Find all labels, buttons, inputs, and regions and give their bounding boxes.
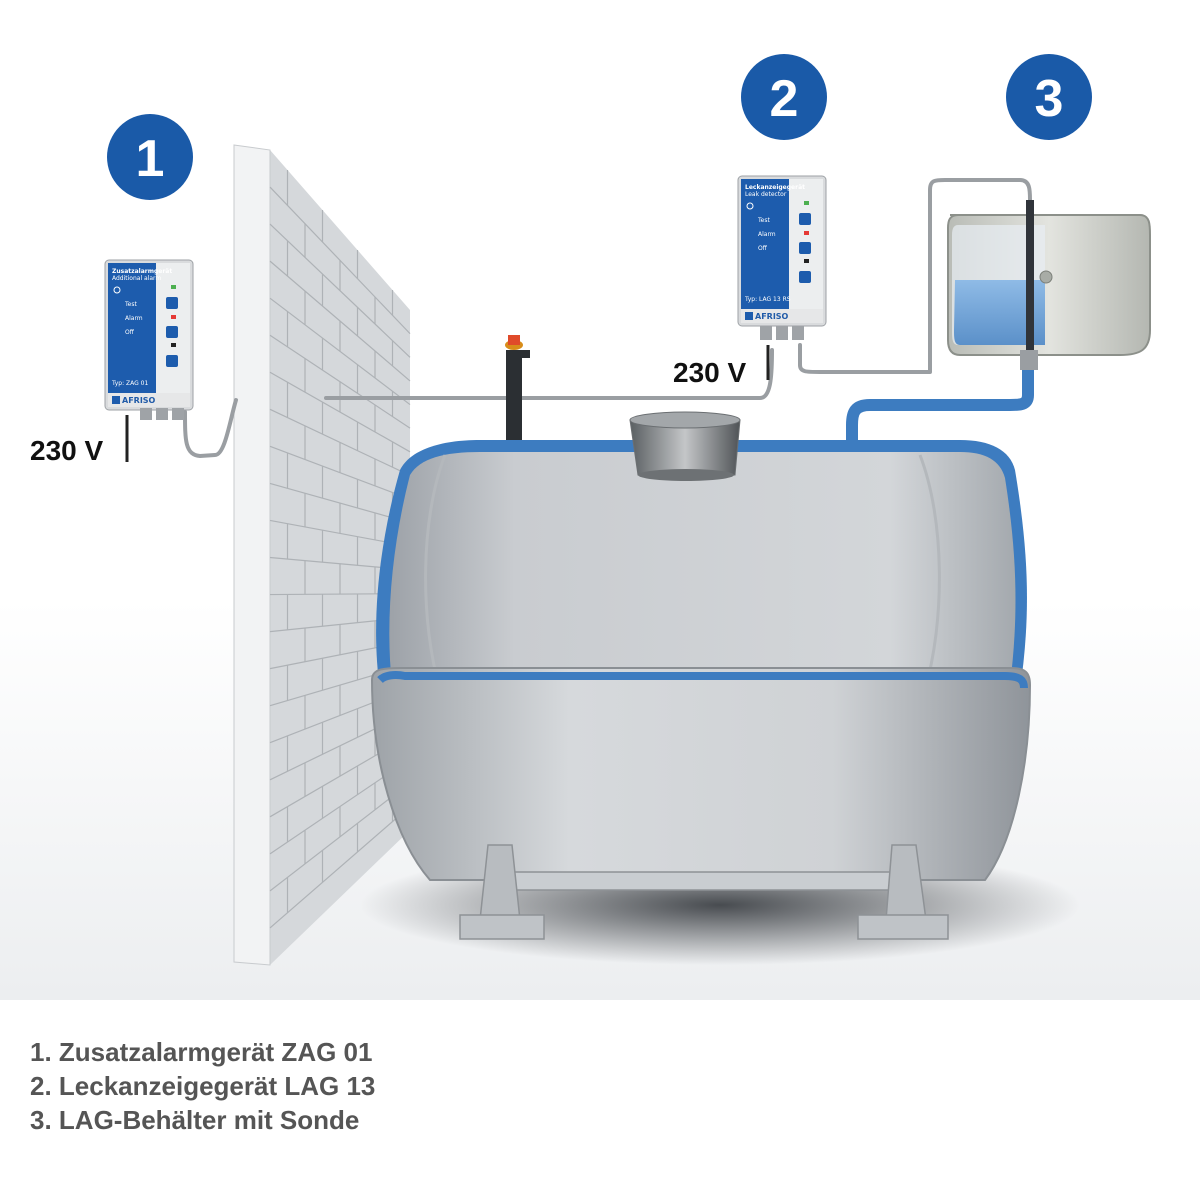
device1-off-button[interactable] <box>166 355 178 367</box>
voltage-label-2: 230 V <box>673 357 746 388</box>
device2-brand: AFRISO <box>755 312 789 321</box>
device1-title: Zusatzalarmgerät <box>112 268 172 275</box>
device2-title: Leckanzeigegerät <box>745 184 805 191</box>
legend-item-3: 3. LAG-Behälter mit Sonde <box>30 1105 360 1135</box>
device1-type: Typ: ZAG 01 <box>111 380 149 387</box>
vent-pipe <box>505 335 530 445</box>
device2-off-button[interactable] <box>799 271 811 283</box>
badge-2: 2 <box>741 54 827 140</box>
device2-test-button[interactable] <box>799 213 811 225</box>
device2-subtitle: Leak detector <box>745 191 787 198</box>
device2-row-test: Test <box>757 217 770 224</box>
device1-row-test: Test <box>124 301 137 308</box>
tank-supports <box>459 844 949 940</box>
lag-container <box>947 200 1151 370</box>
badge-3: 3 <box>1006 54 1092 140</box>
device-lag13: Leckanzeigegerät Leak detector Test Alar… <box>737 175 827 340</box>
brick-wall <box>233 144 411 966</box>
legend-item-1: 1. Zusatzalarmgerät ZAG 01 <box>30 1037 373 1067</box>
device2-row-off: Off <box>758 245 768 252</box>
power-cables <box>125 345 770 462</box>
device1-test-button[interactable] <box>166 297 178 309</box>
device1-row-alarm: Alarm <box>125 315 143 322</box>
device1-subtitle: Additional alarm <box>112 275 161 282</box>
badge-1-number: 1 <box>136 130 165 188</box>
legend: 1. Zusatzalarmgerät ZAG 01 2. Leckanzeig… <box>30 1035 730 1137</box>
badge-3-number: 3 <box>1035 70 1064 128</box>
badge-2-number: 2 <box>770 70 799 128</box>
device2-type: Typ: LAG 13 RS <box>744 296 791 303</box>
device-zag01: Zusatzalarmgerät Additional alarm Test A… <box>104 259 194 420</box>
device2-alarm-button[interactable] <box>799 242 811 254</box>
tank <box>370 411 1032 881</box>
legend-item-2: 2. Leckanzeigegerät LAG 13 <box>30 1071 376 1101</box>
installation-diagram: Zusatzalarmgerät Additional alarm Test A… <box>0 54 1200 1000</box>
device1-alarm-button[interactable] <box>166 326 178 338</box>
leak-pipe <box>846 370 1034 450</box>
device2-row-alarm: Alarm <box>758 231 776 238</box>
voltage-label-1: 230 V <box>30 435 103 466</box>
cables <box>183 178 1032 458</box>
badge-1: 1 <box>107 114 193 200</box>
device1-brand: AFRISO <box>122 396 156 405</box>
device1-row-off: Off <box>125 329 135 336</box>
